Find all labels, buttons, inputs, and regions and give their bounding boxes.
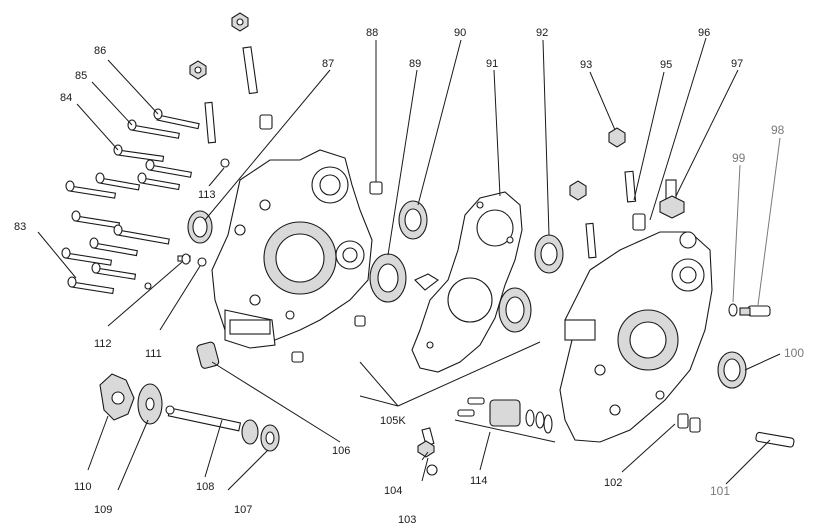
- label-88: 88: [366, 27, 378, 39]
- fitting-98: [739, 305, 771, 317]
- bolt-84: [113, 144, 165, 162]
- label-100: 100: [784, 346, 804, 360]
- washer-99: [728, 303, 738, 317]
- seal-92: [534, 234, 564, 274]
- label-108: 108: [196, 481, 214, 493]
- label-91: 91: [486, 58, 498, 70]
- fitting-97: [659, 179, 685, 219]
- label-89: 89: [409, 58, 421, 70]
- washer-109: [137, 383, 163, 425]
- gasket-91: [411, 191, 523, 373]
- label-87: 87: [322, 58, 334, 70]
- washer-111: [197, 257, 207, 267]
- bolt-set-left: [61, 108, 200, 295]
- label-107: 107: [234, 504, 252, 516]
- seal-89: [369, 253, 407, 303]
- fitting-104: [417, 427, 435, 458]
- label-114: 114: [470, 475, 488, 487]
- dowel-102: [677, 413, 701, 433]
- bolt-86: [153, 108, 200, 130]
- pin-101: [755, 431, 795, 448]
- label-103: 103: [398, 514, 416, 526]
- label-84: 84: [60, 92, 72, 104]
- bolt-112: [177, 253, 191, 265]
- label-99: 99: [732, 151, 746, 165]
- label-93: 93: [580, 59, 592, 71]
- label-112: 112: [94, 338, 112, 350]
- label-101: 101: [710, 484, 730, 498]
- label-105K: 105K: [380, 415, 406, 427]
- bearing-107: [241, 419, 280, 452]
- label-92: 92: [536, 27, 548, 39]
- label-83: 83: [14, 221, 26, 233]
- seal-lower-mid: [498, 287, 532, 333]
- crankcase-right-half: [559, 231, 713, 443]
- top-hardware: [189, 12, 646, 363]
- label-102: 102: [604, 477, 622, 489]
- valve-assembly-114: [454, 397, 556, 443]
- label-97: 97: [731, 58, 743, 70]
- shaft-108: [165, 405, 242, 432]
- label-90: 90: [454, 27, 466, 39]
- label-98: 98: [771, 123, 785, 137]
- crankcase-left-half: [211, 149, 373, 349]
- label-110: 110: [74, 481, 92, 493]
- seal-90: [398, 200, 428, 240]
- label-113: 113: [198, 189, 216, 201]
- label-85: 85: [75, 70, 87, 82]
- label-104: 104: [384, 485, 402, 497]
- label-86: 86: [94, 45, 106, 57]
- seal-100: [717, 351, 747, 389]
- washer-103: [426, 464, 438, 476]
- label-96: 96: [698, 27, 710, 39]
- label-106: 106: [332, 445, 350, 457]
- label-109: 109: [94, 504, 112, 516]
- impeller-110: [99, 373, 135, 421]
- label-111: 111: [145, 348, 162, 360]
- sleeve-106: [196, 341, 220, 369]
- label-95: 95: [660, 59, 672, 71]
- leader-lines: [37, 37, 781, 491]
- callout-labels: 83 84 85 86 87 88 89 90 91 92 93 95 96 9…: [14, 27, 804, 526]
